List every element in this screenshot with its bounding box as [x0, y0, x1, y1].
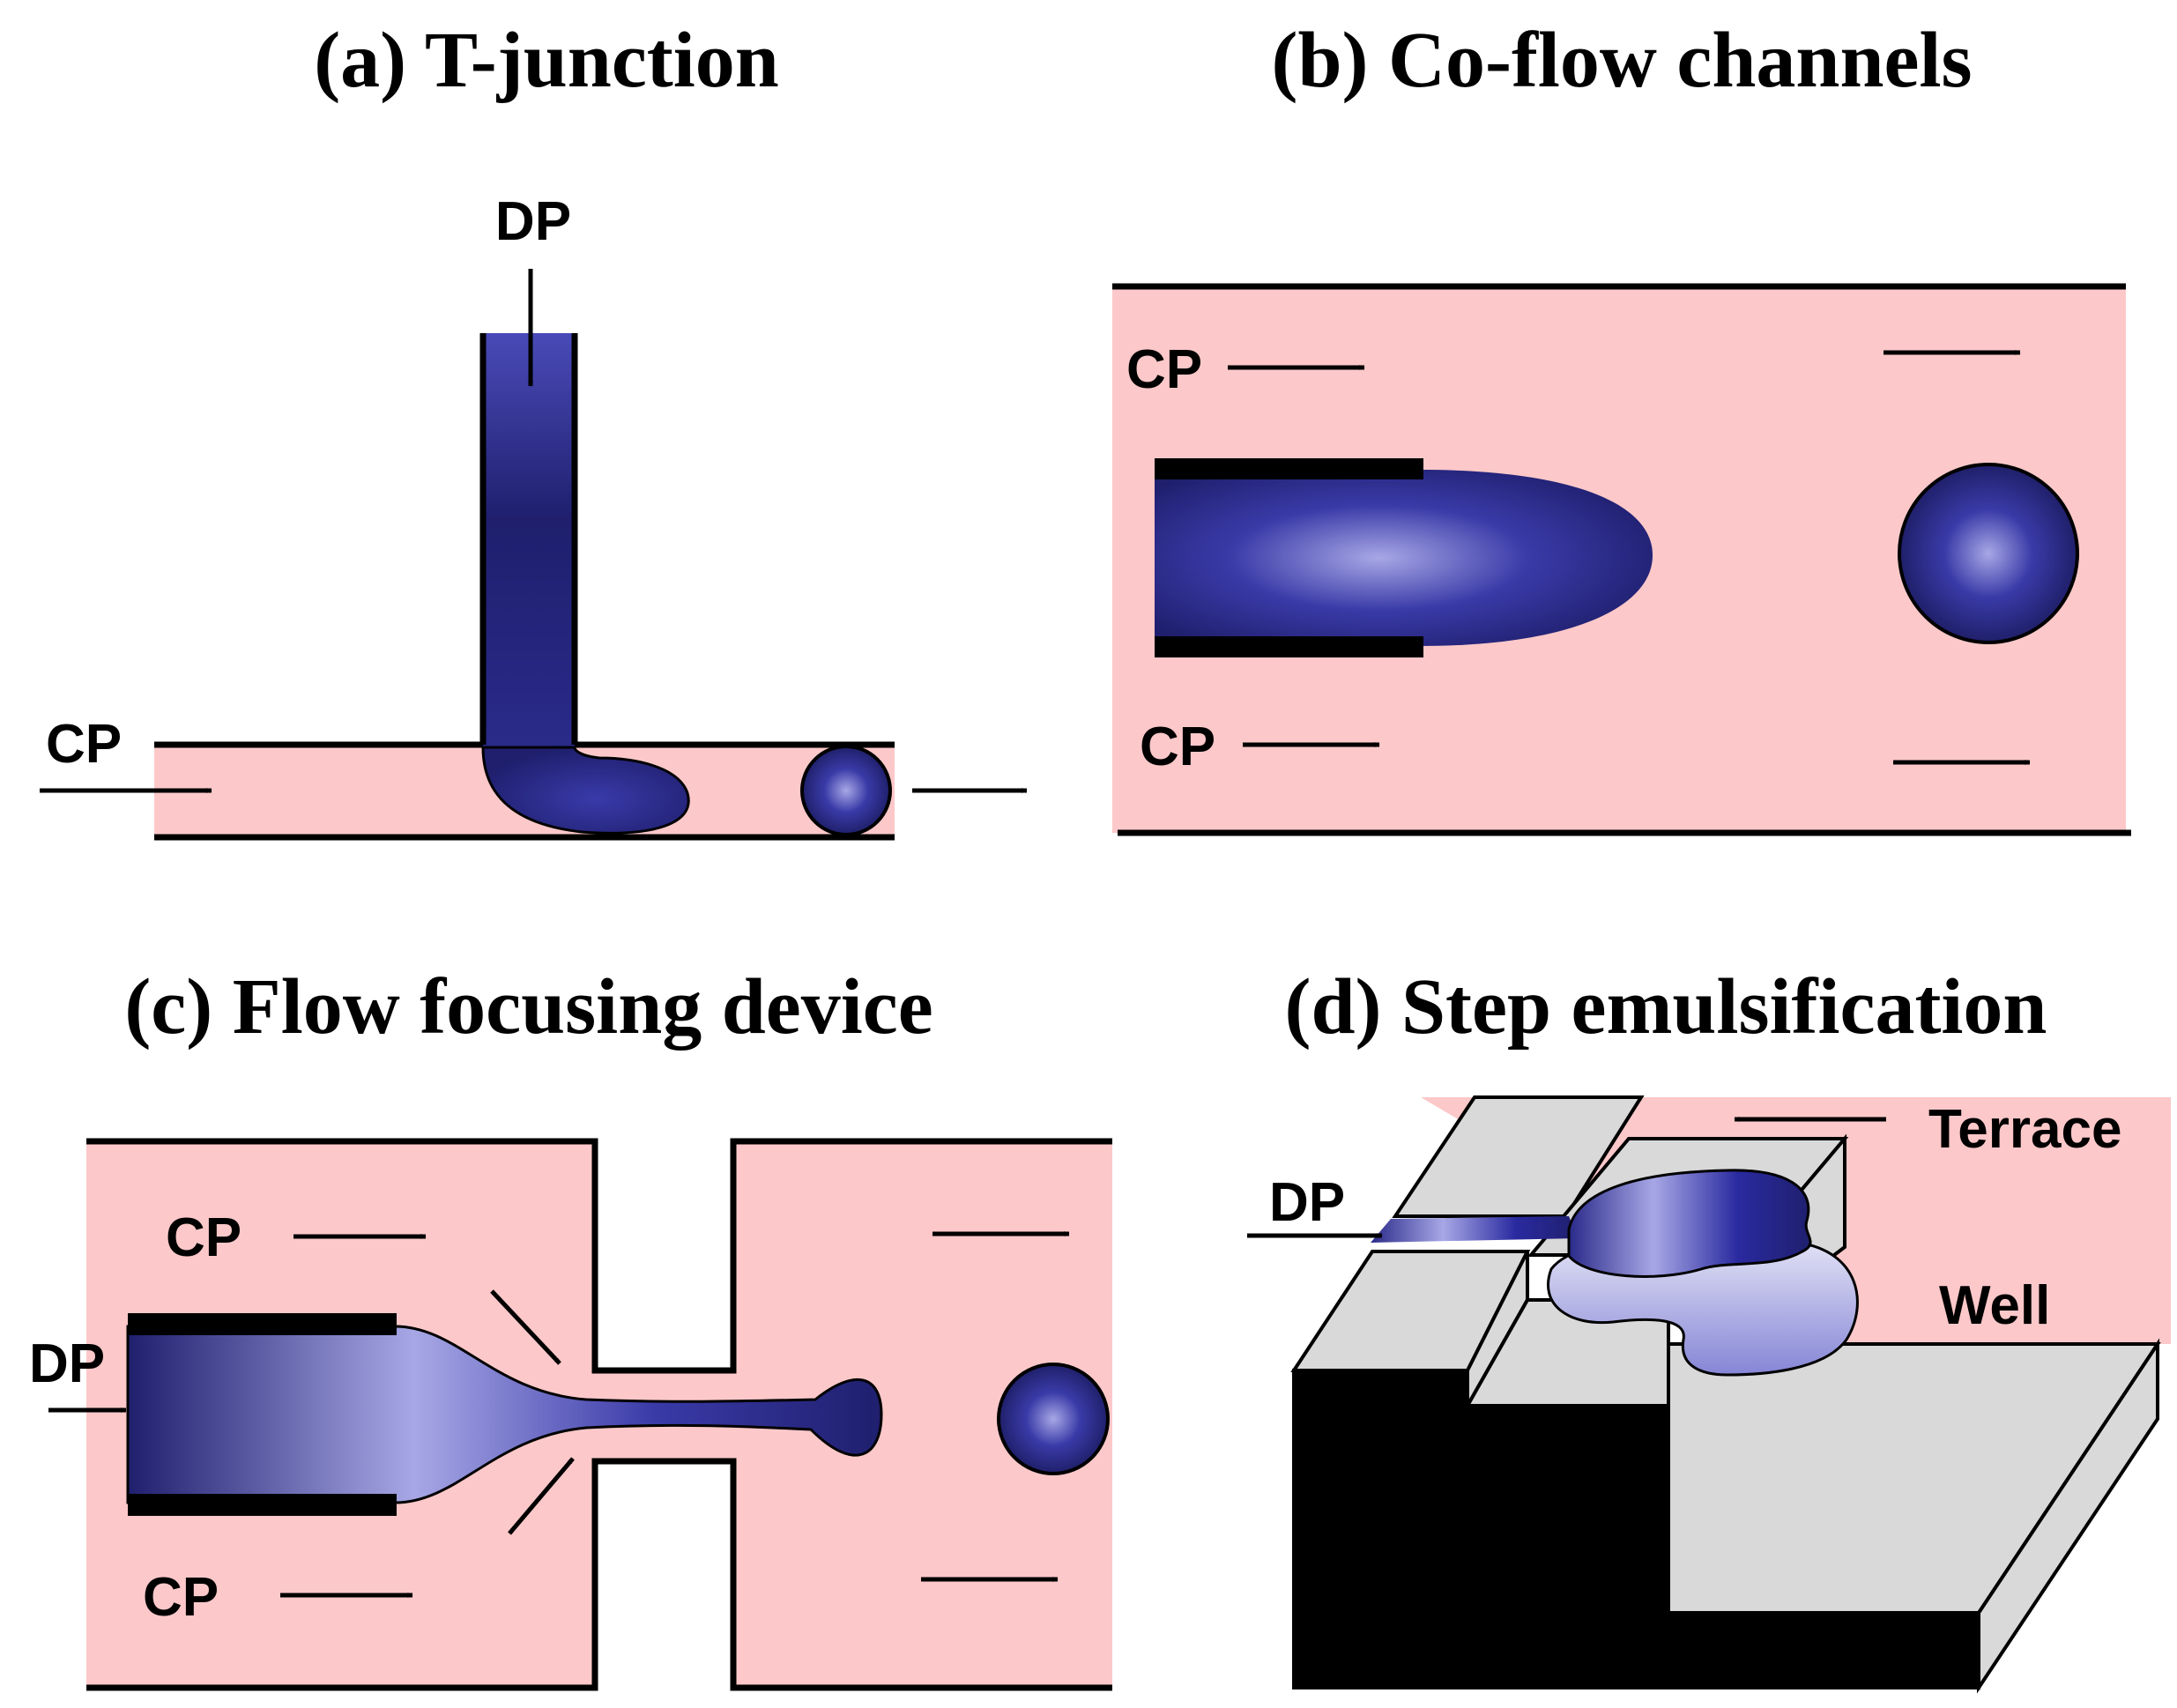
- panel-a-t-junction: (a) T-junction DP CP: [40, 17, 1028, 841]
- label-a-dp: DP: [495, 191, 571, 252]
- panel-d-step-emulsification: (d) Step emulsification Terrace Well DP: [1247, 963, 2171, 1694]
- panel-d-title: (d) Step emulsification: [1285, 963, 2047, 1051]
- t-junction-vertical-walls: [479, 333, 578, 745]
- label-b-cp-top: CP: [1126, 339, 1202, 400]
- co-flow-droplet: [1898, 463, 2079, 644]
- label-d-terrace: Terrace: [1928, 1099, 2121, 1160]
- label-a-cp: CP: [46, 714, 122, 775]
- label-c-cp-top: CP: [166, 1207, 241, 1268]
- panel-b-co-flow: (b) Co-flow channels CP CP: [1112, 17, 2131, 836]
- step-dp-inlet: [1371, 1216, 1578, 1243]
- label-b-cp-bottom: CP: [1140, 717, 1215, 777]
- panel-b-title: (b) Co-flow channels: [1271, 17, 1972, 104]
- t-junction-vertical-dispersed: [483, 333, 575, 747]
- flow-focusing-lower-wall: [86, 1458, 1112, 1691]
- arrow-c-squeeze-top: [490, 1289, 561, 1365]
- panel-c-flow-focusing: (c) Flow focusing device CP CP DP: [29, 963, 1112, 1691]
- panel-c-title: (c) Flow focusing device: [124, 963, 932, 1051]
- flow-focusing-inner-wall-top: [128, 1313, 397, 1335]
- label-c-dp: DP: [29, 1333, 105, 1394]
- co-flow-dispersed-jet: [1155, 470, 1653, 646]
- flow-focusing-inner-wall-bottom: [128, 1494, 397, 1516]
- label-d-well: Well: [1939, 1275, 2050, 1336]
- panel-a-title: (a) T-junction: [314, 17, 779, 104]
- t-junction-forming-droplet: [481, 746, 690, 835]
- label-c-cp-bottom: CP: [143, 1567, 219, 1628]
- flow-focusing-dispersed-thread: [126, 1325, 883, 1504]
- co-flow-inner-wall-top: [1155, 458, 1423, 479]
- flow-focusing-droplet: [997, 1363, 1110, 1475]
- t-junction-droplet: [800, 745, 892, 836]
- co-flow-inner-wall-bottom: [1155, 636, 1423, 657]
- flow-focusing-upper-wall: [86, 1138, 1112, 1374]
- well-floor-side: [1977, 1338, 2159, 1694]
- arrow-c-squeeze-bottom: [508, 1457, 575, 1535]
- step-droplet-terrace: [1567, 1169, 1812, 1278]
- label-d-dp: DP: [1269, 1172, 1345, 1233]
